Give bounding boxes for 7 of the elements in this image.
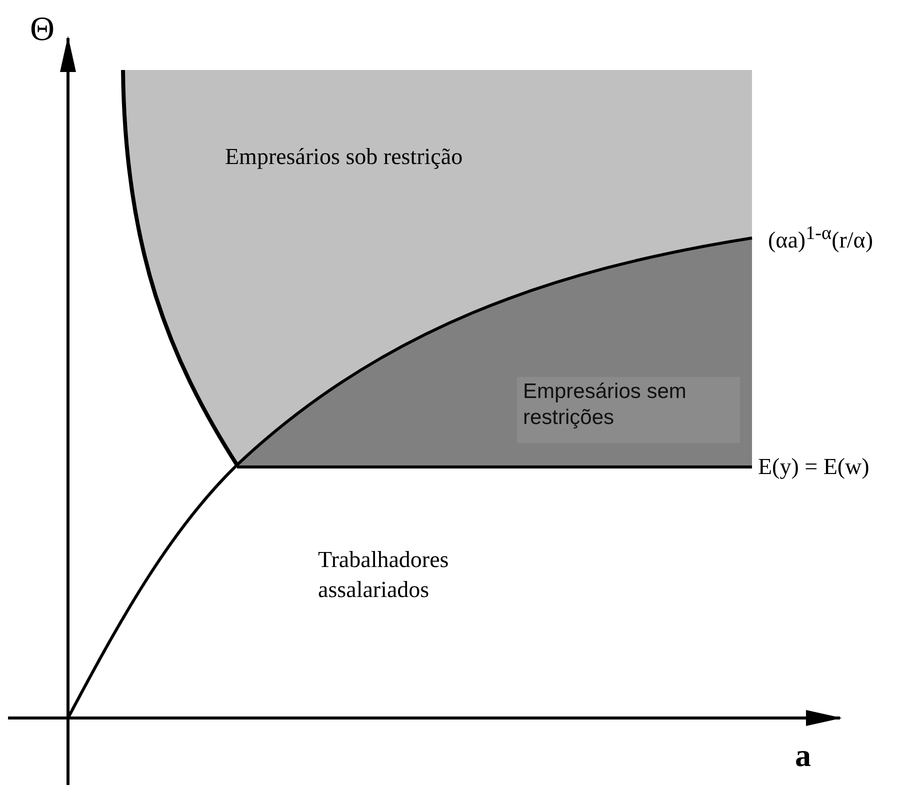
region-label: Trabalhadores assalariados <box>318 546 450 604</box>
curve-label: (αa)$^{1-α}$(r/α) <box>768 222 873 255</box>
region-label: Empresários sob restrição <box>225 143 464 171</box>
axis-label: Θ <box>30 10 55 50</box>
region-label-box: Empresários sem restrições <box>517 377 740 443</box>
curve-label: E(y) = E(w) <box>758 453 870 481</box>
axis-label: a <box>795 736 811 775</box>
